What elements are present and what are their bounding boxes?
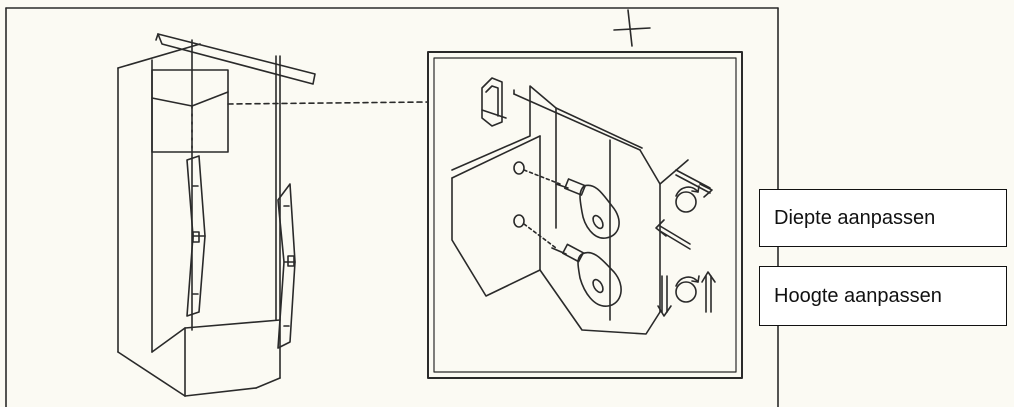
rotate-arrows-icon [657,271,716,317]
detail-panel [427,51,743,379]
hinge-detail [451,77,689,335]
height-adjust-label: Hoogte aanpassen [759,266,1007,326]
cabinet-illustration [117,33,316,397]
illustration-frame [5,7,779,407]
crop-mark [613,9,651,47]
rotate-arrows-icon [655,169,713,250]
depth-adjust-label: Diepte aanpassen [759,189,1007,247]
detail-leader-line [227,101,429,105]
screwdriver-icon [551,243,622,307]
screwdriver-icon [555,178,620,239]
